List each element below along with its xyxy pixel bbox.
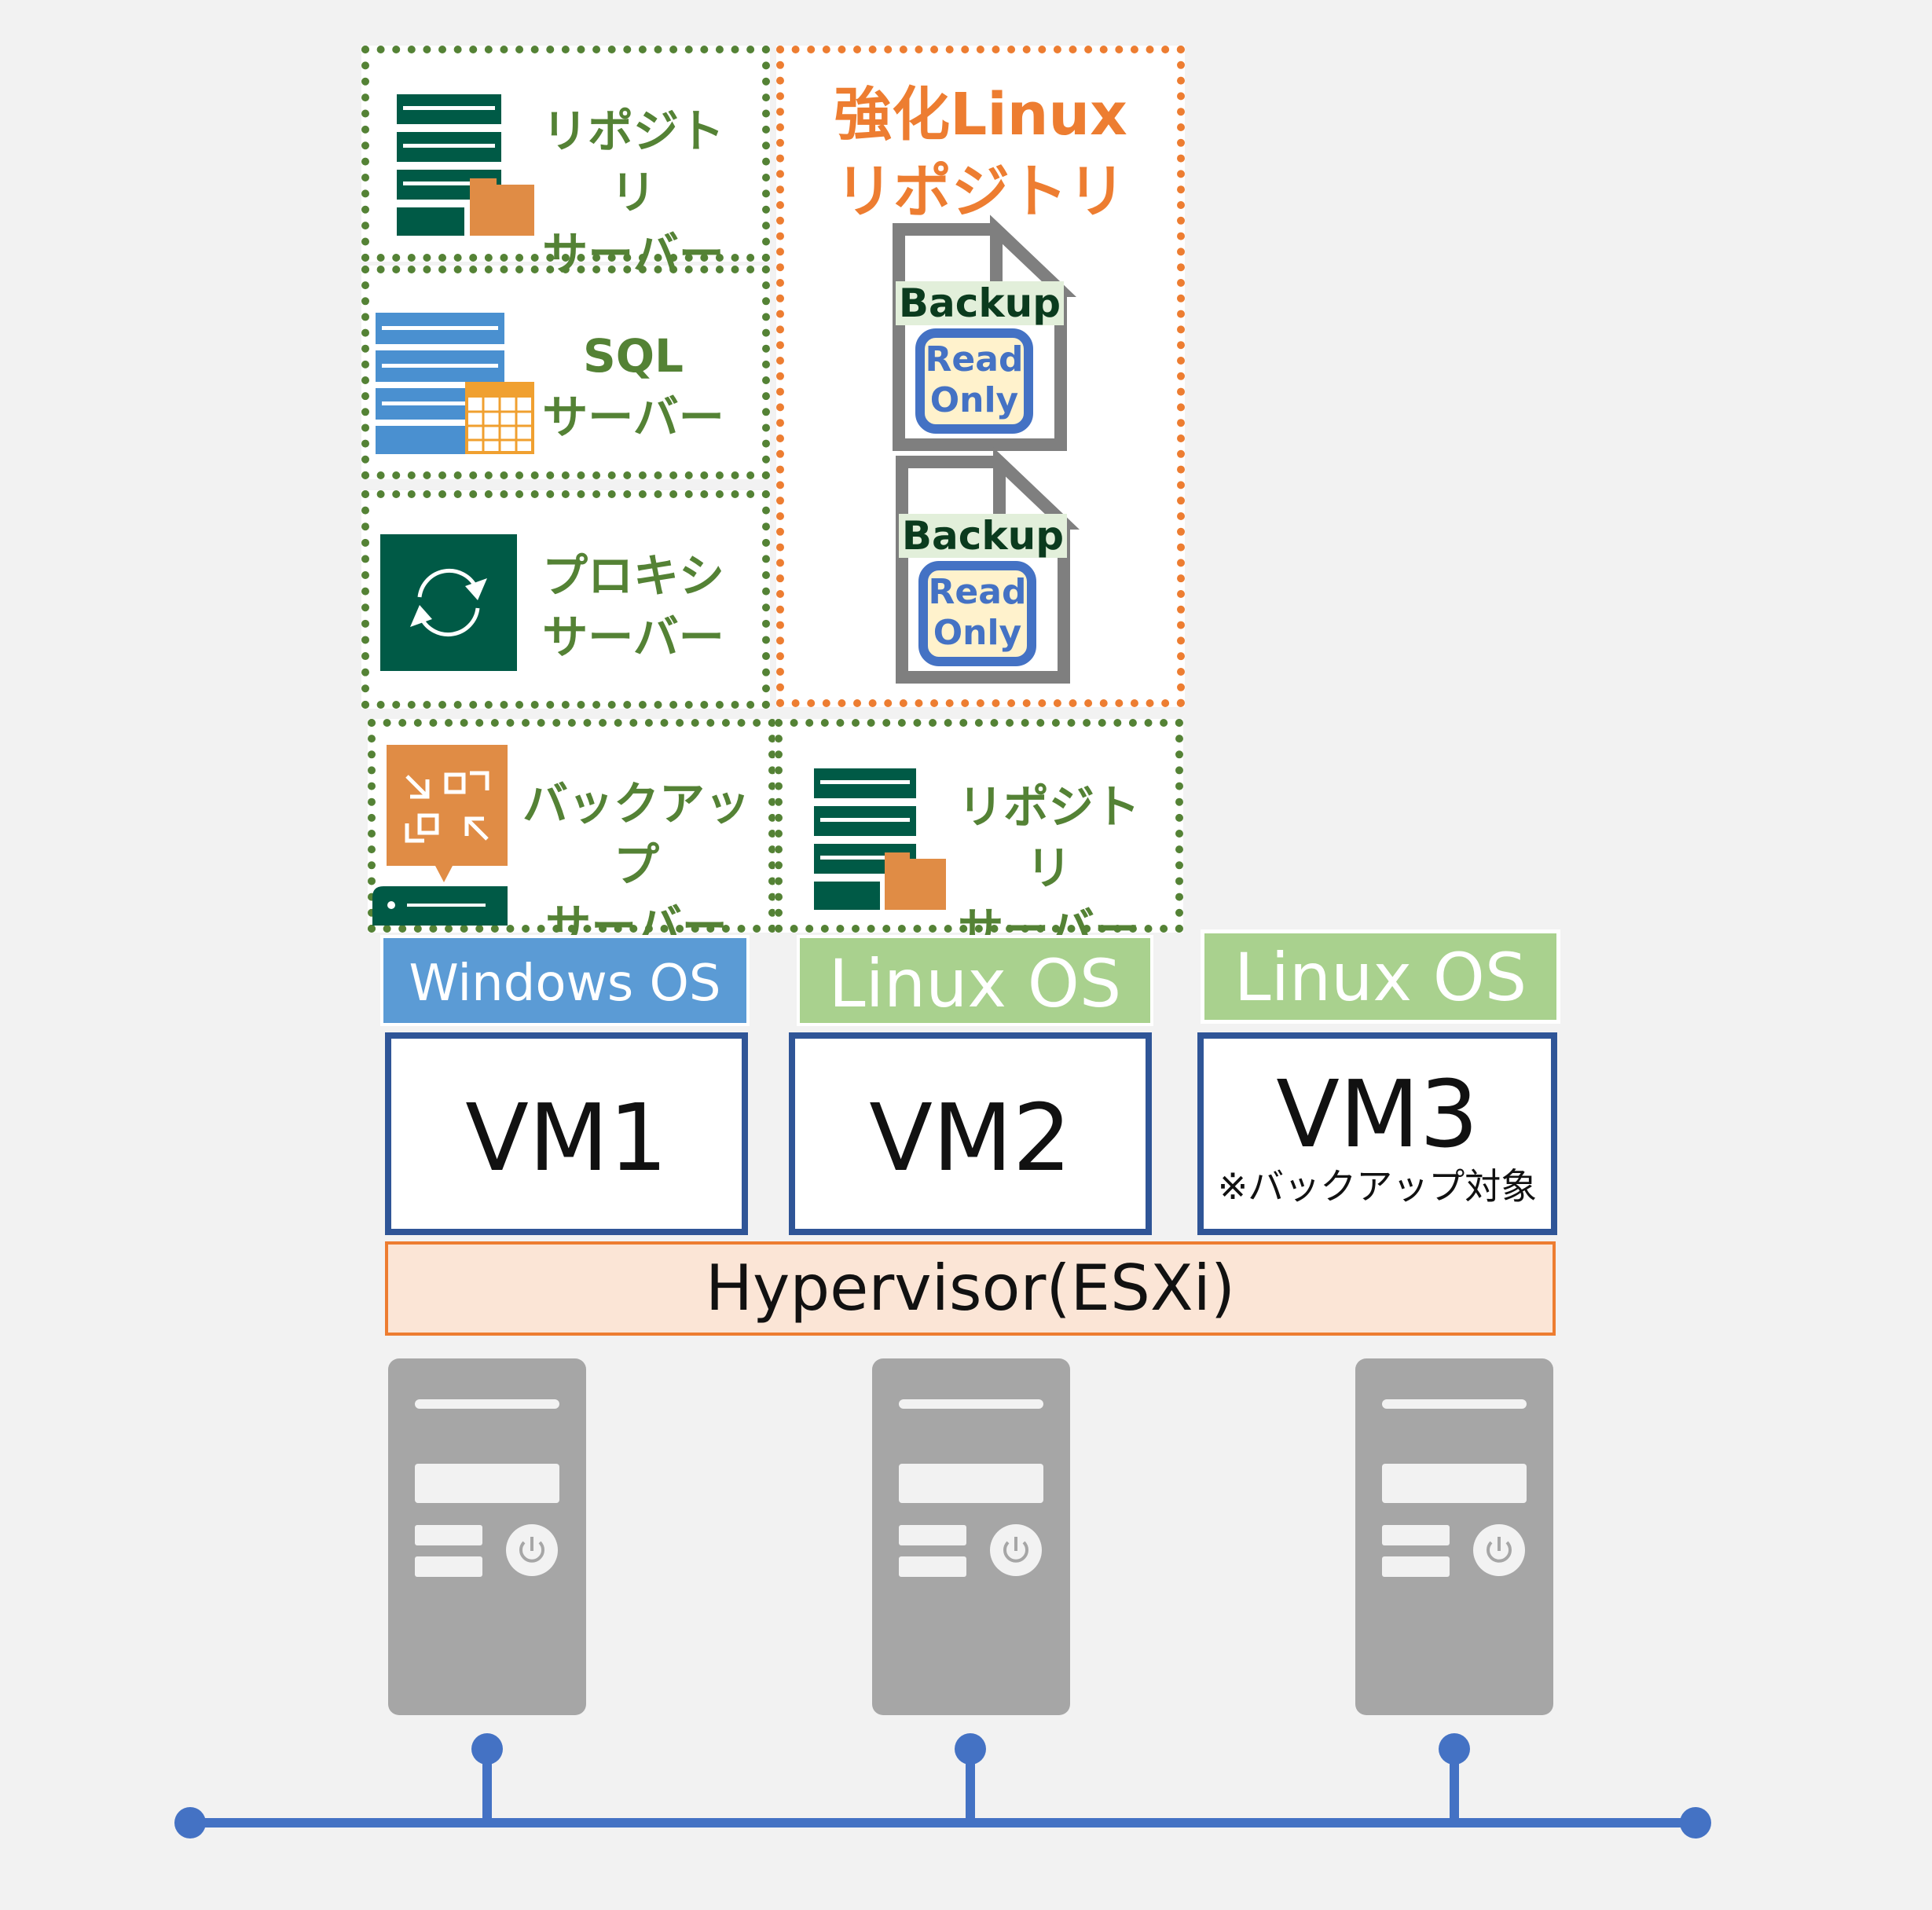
physical-server-2 bbox=[872, 1358, 1070, 1715]
backup-server-label: バックアップ サーバー bbox=[507, 773, 766, 957]
drive-slot bbox=[415, 1556, 482, 1577]
vm2-box: VM2 bbox=[789, 1032, 1152, 1235]
role-line2: サーバー bbox=[542, 390, 724, 444]
vm3-name: VM3 bbox=[1276, 1060, 1479, 1168]
drive-slot bbox=[1382, 1556, 1450, 1577]
vm3-box: VM3 ※バックアップ対象 bbox=[1197, 1032, 1557, 1235]
role-line2: サーバー bbox=[542, 227, 724, 280]
drive-slot bbox=[899, 1556, 966, 1577]
hardened-repo-title-line1: 強化Linux bbox=[834, 81, 1127, 148]
read-only-badge: Read Only bbox=[915, 328, 1033, 434]
role-line1: リポジトリ bbox=[957, 780, 1140, 895]
power-button-icon bbox=[506, 1524, 558, 1576]
role-line1: SQL bbox=[582, 329, 684, 383]
repository-server-icon bbox=[397, 94, 534, 236]
drive-slot bbox=[415, 1399, 559, 1409]
badge-line2: Only bbox=[929, 380, 1019, 420]
power-button-icon bbox=[1473, 1524, 1525, 1576]
vm2-name: VM2 bbox=[869, 1083, 1072, 1192]
os-label-vm2: Linux OS bbox=[797, 935, 1153, 1026]
sql-server-label: SQL サーバー bbox=[531, 325, 735, 448]
drive-slot bbox=[1382, 1525, 1450, 1545]
drive-slot bbox=[1382, 1399, 1527, 1409]
os-label-vm1: Windows OS bbox=[380, 935, 750, 1026]
role-line1: プロキシ bbox=[541, 549, 724, 603]
backup-label: Backup bbox=[896, 281, 1064, 325]
role-line1: リポジトリ bbox=[541, 104, 724, 219]
badge-line1: Read bbox=[928, 572, 1027, 612]
role-line1: バックアップ bbox=[522, 777, 750, 892]
backup-server-icon bbox=[372, 745, 508, 926]
drive-bay bbox=[1382, 1464, 1527, 1503]
hypervisor-bar: Hypervisor(ESXi) bbox=[385, 1241, 1556, 1336]
repository-server-icon bbox=[814, 768, 946, 910]
drive-bay bbox=[415, 1464, 559, 1503]
read-only-badge: Read Only bbox=[918, 561, 1036, 666]
hardened-repo-title-line2: リポジトリ bbox=[835, 158, 1126, 225]
drive-slot bbox=[415, 1525, 482, 1545]
backup-label: Backup bbox=[899, 514, 1067, 558]
role-line2: サーバー bbox=[542, 610, 724, 664]
backup-file-2: Backup Read Only bbox=[896, 447, 1080, 684]
power-button-icon bbox=[990, 1524, 1042, 1576]
repository-server-label-1: リポジトリ サーバー bbox=[531, 101, 735, 284]
badge-line2: Only bbox=[933, 613, 1022, 653]
physical-server-1 bbox=[388, 1358, 586, 1715]
drive-bay bbox=[899, 1464, 1043, 1503]
physical-server-3 bbox=[1355, 1358, 1553, 1715]
proxy-server-icon bbox=[380, 534, 517, 671]
drive-slot bbox=[899, 1399, 1043, 1409]
vm3-backup-target-note: ※バックアップ対象 bbox=[1217, 1165, 1538, 1208]
sql-server-icon bbox=[376, 313, 534, 454]
os-label-vm3: Linux OS bbox=[1201, 929, 1560, 1024]
backup-file-1: Backup Read Only bbox=[893, 214, 1077, 451]
vm1-box: VM1 bbox=[385, 1032, 748, 1235]
badge-line1: Read bbox=[925, 339, 1024, 379]
vm1-name: VM1 bbox=[465, 1083, 668, 1192]
drive-slot bbox=[899, 1525, 966, 1545]
proxy-server-label: プロキシ サーバー bbox=[531, 545, 735, 668]
